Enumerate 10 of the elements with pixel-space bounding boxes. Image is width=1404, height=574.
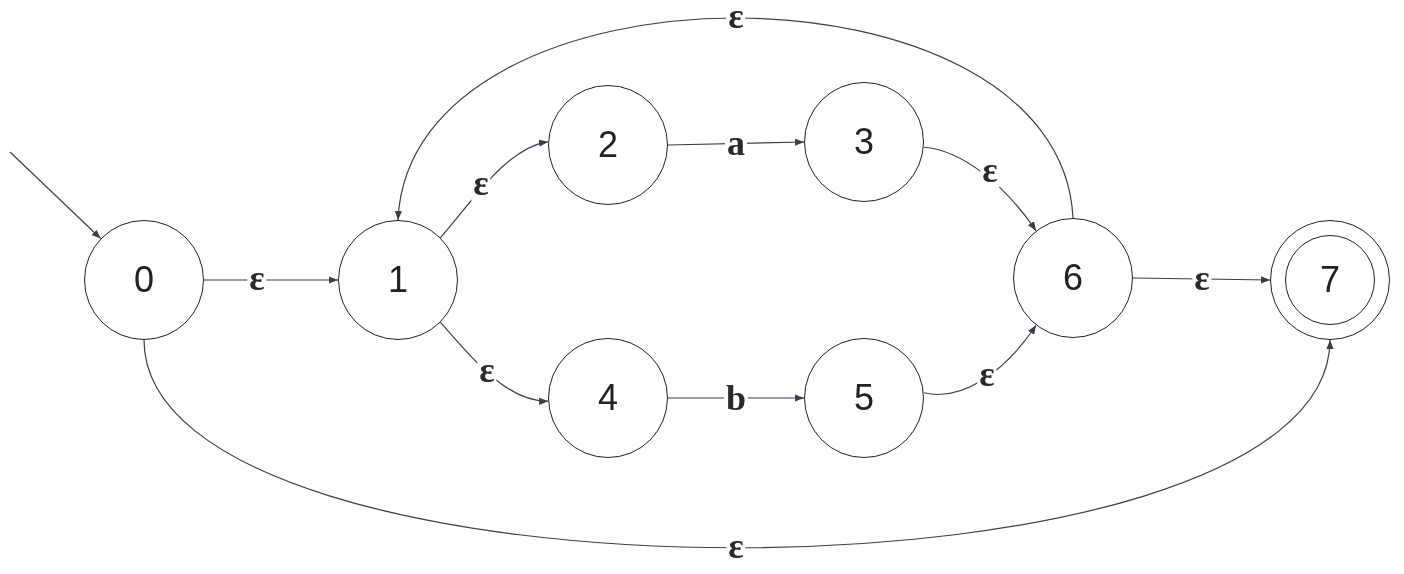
state-label: 1 <box>388 262 408 298</box>
state-label: 6 <box>1063 260 1083 296</box>
state-label: 7 <box>1320 262 1340 298</box>
state-label: 4 <box>598 380 618 416</box>
transition-arrow <box>396 17 1074 221</box>
transition-arrow <box>9 151 102 240</box>
state-label: 2 <box>598 127 618 163</box>
state-label: 5 <box>854 380 874 416</box>
state-label: 3 <box>854 124 874 160</box>
state-label: 0 <box>134 262 154 298</box>
